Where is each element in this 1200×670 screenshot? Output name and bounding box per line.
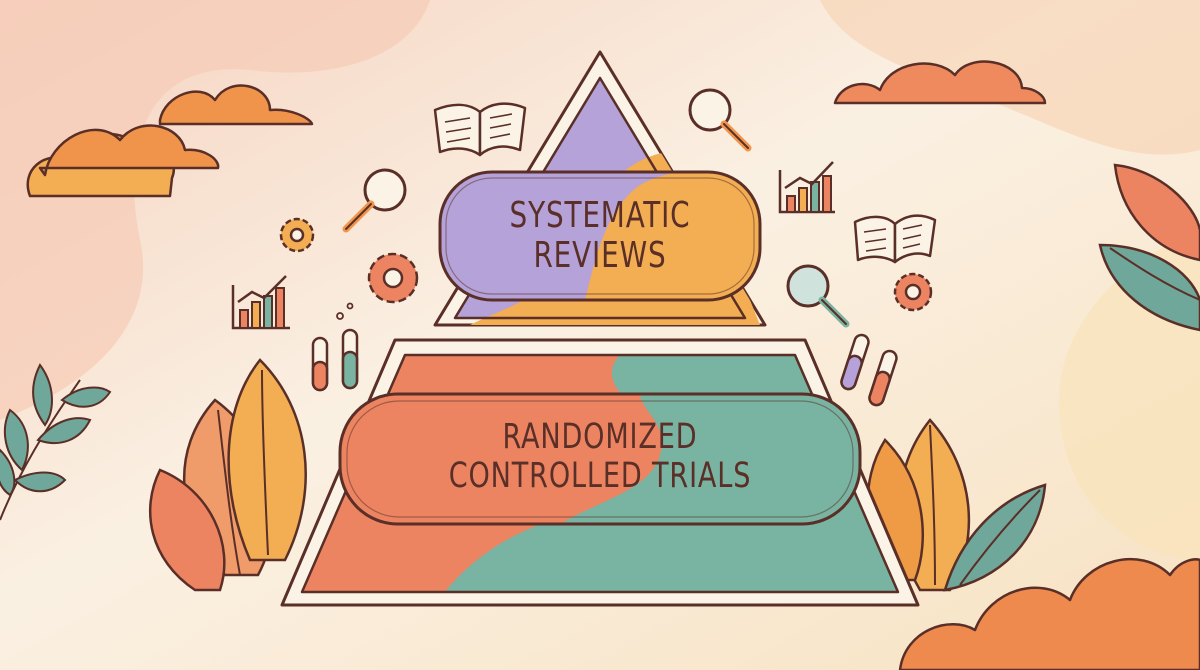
bar-chart-icon: [778, 161, 835, 214]
leaf-icon: [1098, 163, 1200, 332]
leaf-icon: [0, 363, 112, 521]
leaf-icon: [148, 358, 307, 592]
test-tubes-icon: [311, 302, 359, 392]
tier-label-line: CONTROLLED TRIALS: [448, 456, 752, 497]
background-blob-left: [0, 0, 430, 420]
gear-icon: [893, 272, 933, 312]
gear-icon: [367, 252, 419, 304]
tier-label-line: RANDOMIZED: [502, 417, 698, 457]
tier-label-randomized-controlled-trials: RANDOMIZED CONTROLLED TRIALS: [345, 417, 855, 497]
bottom-tier-label-pill: [338, 392, 862, 526]
magnifying-glass-icon: [786, 264, 850, 328]
magnifying-glass-icon: [688, 88, 752, 152]
cloud-icon: [26, 84, 314, 198]
bar-chart-icon: [231, 275, 290, 330]
gear-icon: [279, 217, 315, 253]
test-tubes-icon: [840, 333, 898, 407]
tier-label-line: REVIEWS: [533, 235, 667, 277]
cloud-icon: [833, 60, 1047, 105]
tier-label-line: SYSTEMATIC: [509, 195, 691, 236]
cloud-icon: [898, 558, 1200, 670]
leaf-icon: [866, 418, 1047, 592]
open-book-icon: [853, 214, 937, 264]
magnifying-glass-icon: [342, 168, 407, 233]
tier-label-systematic-reviews: SYSTEMATIC REVIEWS: [440, 195, 760, 277]
top-tier-label-pill: [438, 170, 762, 302]
open-book-icon: [433, 102, 527, 157]
